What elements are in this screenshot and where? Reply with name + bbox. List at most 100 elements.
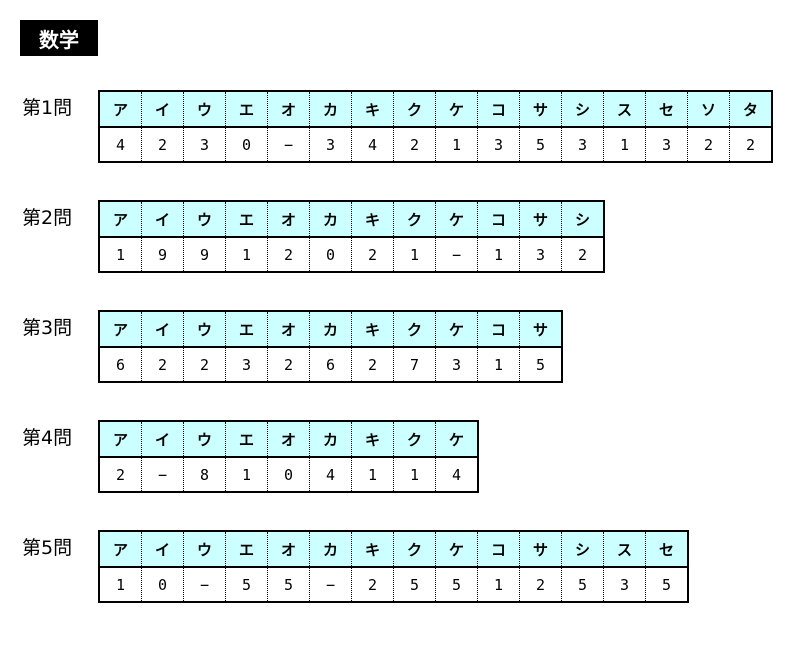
answer-slot-label: オ <box>267 201 310 238</box>
answer-value: 5 <box>519 127 562 162</box>
answer-value: 7 <box>393 347 436 382</box>
answer-value: 2 <box>351 567 394 602</box>
answer-slot-label: オ <box>267 421 310 458</box>
question-4-label: 第4問 <box>22 427 73 449</box>
answer-slot-label: ク <box>393 421 436 458</box>
answer-slot-label: ウ <box>183 311 226 348</box>
answer-slot-label: キ <box>351 531 394 568</box>
answer-slot-label: セ <box>645 531 688 568</box>
answer-slot-label: キ <box>351 421 394 458</box>
answer-value: 3 <box>309 127 352 162</box>
answer-value: 1 <box>99 237 142 272</box>
answer-value: 2 <box>267 347 310 382</box>
answer-value: − <box>141 457 184 492</box>
answer-slot-label: エ <box>225 201 268 238</box>
answer-slot-label: ア <box>99 531 142 568</box>
answer-slot-label: エ <box>225 91 268 128</box>
answer-value: 9 <box>183 237 226 272</box>
answer-value: 5 <box>645 567 688 602</box>
answer-value: − <box>183 567 226 602</box>
answer-slot-label: カ <box>309 201 352 238</box>
answer-slot-label: イ <box>141 421 184 458</box>
answer-value: 1 <box>99 567 142 602</box>
answer-value: 3 <box>561 127 604 162</box>
answer-value: 6 <box>309 347 352 382</box>
answer-value: 3 <box>435 347 478 382</box>
answer-slot-label: サ <box>519 311 562 348</box>
answer-slot-label: ウ <box>183 201 226 238</box>
answer-value: 5 <box>561 567 604 602</box>
answer-value: 2 <box>561 237 604 272</box>
answer-slot-label: サ <box>519 91 562 128</box>
answer-value: 2 <box>351 347 394 382</box>
answer-value: 2 <box>183 347 226 382</box>
answer-header-row: アイウエオカキクケコサシスセ <box>99 531 688 568</box>
answer-value: 1 <box>477 567 520 602</box>
answer-value: 5 <box>225 567 268 602</box>
answer-slot-label: ア <box>99 201 142 238</box>
answer-slot-label: エ <box>225 421 268 458</box>
answer-slot-label: ク <box>393 311 436 348</box>
subject-title: 数学 <box>20 20 98 56</box>
answer-value: 5 <box>435 567 478 602</box>
answer-value: 1 <box>477 347 520 382</box>
answer-slot-label: ク <box>393 531 436 568</box>
answer-value: 9 <box>141 237 184 272</box>
answer-value: 3 <box>603 567 646 602</box>
answer-value: 3 <box>477 127 520 162</box>
answer-value: 6 <box>99 347 142 382</box>
answer-slot-label: カ <box>309 311 352 348</box>
answer-slot-label: ク <box>393 201 436 238</box>
answer-slot-label: イ <box>141 531 184 568</box>
answer-slot-label: ア <box>99 311 142 348</box>
answer-value: 2 <box>393 127 436 162</box>
answer-slot-label: ア <box>99 91 142 128</box>
answer-value: 1 <box>603 127 646 162</box>
answer-slot-label: ケ <box>435 311 478 348</box>
answer-value: 3 <box>519 237 562 272</box>
answer-value: 0 <box>309 237 352 272</box>
answer-value: 5 <box>519 347 562 382</box>
answer-slot-label: ア <box>99 421 142 458</box>
answer-value: 2 <box>99 457 142 492</box>
answer-slot-label: カ <box>309 91 352 128</box>
answer-value: 5 <box>267 567 310 602</box>
answer-slot-label: カ <box>309 531 352 568</box>
answer-value: − <box>267 127 310 162</box>
answer-value: 1 <box>225 457 268 492</box>
answer-value: 5 <box>393 567 436 602</box>
answer-value: 4 <box>309 457 352 492</box>
answer-value: 1 <box>351 457 394 492</box>
answer-value: 1 <box>477 237 520 272</box>
answer-slot-label: オ <box>267 531 310 568</box>
answer-value: − <box>435 237 478 272</box>
answer-value: 3 <box>183 127 226 162</box>
answer-value: − <box>309 567 352 602</box>
answer-value: 4 <box>99 127 142 162</box>
answer-value: 1 <box>393 237 436 272</box>
answer-slot-label: ケ <box>435 531 478 568</box>
answer-value: 2 <box>141 127 184 162</box>
answer-slot-label: コ <box>477 531 520 568</box>
question-3-label: 第3問 <box>22 317 73 339</box>
answer-value: 0 <box>225 127 268 162</box>
answer-header-row: アイウエオカキクケコサ <box>99 311 562 348</box>
answer-slot-label: キ <box>351 201 394 238</box>
answer-slot-label: シ <box>561 91 604 128</box>
answer-slot-label: エ <box>225 311 268 348</box>
answer-slot-label: イ <box>141 91 184 128</box>
answer-slot-label: オ <box>267 311 310 348</box>
answer-slot-label: サ <box>519 201 562 238</box>
answer-slot-label: ソ <box>687 91 730 128</box>
answer-value: 8 <box>183 457 226 492</box>
